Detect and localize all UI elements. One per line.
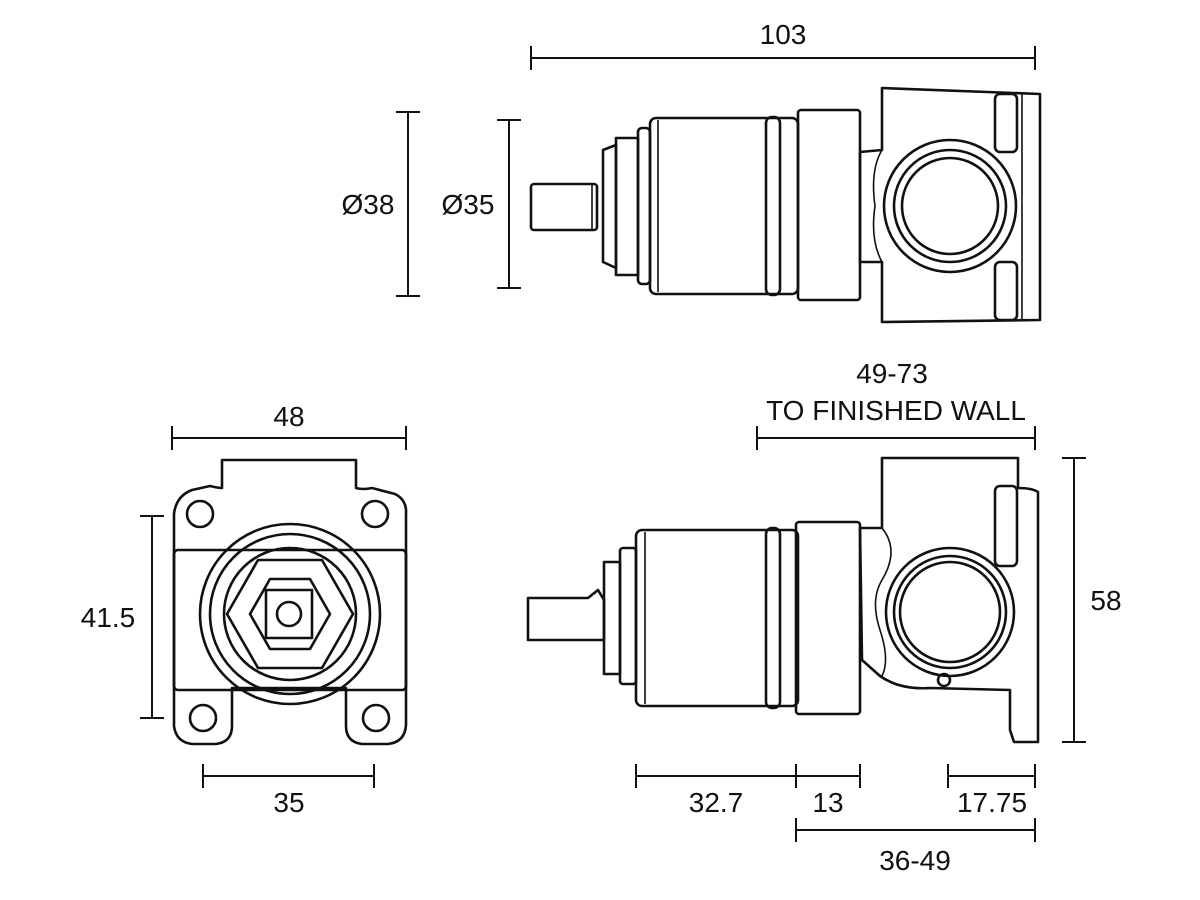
spindle-length-label: 32.7 <box>689 787 744 818</box>
outlet-offset-label: 17.75 <box>957 787 1027 818</box>
dimension-lines <box>140 46 1086 842</box>
diameter-cartridge-label: Ø35 <box>442 189 495 220</box>
wall-range-label: 49-73 <box>856 358 928 389</box>
nut-length-label: 13 <box>812 787 843 818</box>
front-view <box>172 458 408 746</box>
wall-note-label: TO FINISHED WALL <box>766 395 1026 426</box>
hole-spacing-label: 35 <box>273 787 304 818</box>
body-range-label: 36-49 <box>879 845 951 876</box>
side-view <box>526 456 1040 744</box>
front-height-label: 41.5 <box>81 602 136 633</box>
top-view <box>529 86 1042 324</box>
overall-length-label: 103 <box>760 19 807 50</box>
front-width-label: 48 <box>273 401 304 432</box>
diameter-body-label: Ø38 <box>342 189 395 220</box>
side-height-label: 58 <box>1090 585 1121 616</box>
